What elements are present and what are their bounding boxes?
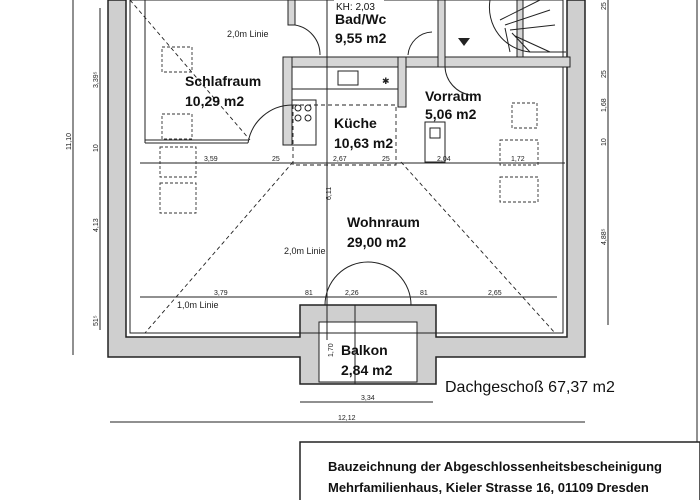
room-bad-area: 9,55 m2 bbox=[335, 30, 387, 46]
wall-bath-kitchen bbox=[282, 56, 571, 68]
chimney bbox=[424, 121, 446, 163]
room-kueche-area: 10,63 m2 bbox=[334, 135, 393, 151]
dim-upper: 3,59 bbox=[204, 156, 218, 163]
room-kueche-name: Küche bbox=[334, 115, 377, 131]
dim-right: 10 bbox=[601, 138, 608, 146]
dim-lower: 81 bbox=[420, 290, 428, 297]
dim-lower: 2,65 bbox=[488, 290, 502, 297]
kitchen-counter bbox=[291, 66, 399, 90]
line-label: 1,0m Linie bbox=[177, 300, 219, 310]
dim-left-total: 11,10 bbox=[66, 133, 73, 150]
door-schlafraum bbox=[247, 104, 293, 144]
total-area: Dachgeschoß 67,37 m2 bbox=[445, 379, 615, 396]
title-block bbox=[299, 441, 700, 500]
wall-stair bbox=[437, 0, 446, 68]
sink-icon bbox=[337, 70, 359, 86]
door-stair bbox=[444, 66, 471, 96]
dim-lower: 3,79 bbox=[214, 290, 228, 297]
room-vorraum-name: Vorraum bbox=[425, 88, 482, 104]
inner-wall-line bbox=[129, 0, 564, 334]
dim-left: 3,39⁵ bbox=[93, 71, 100, 88]
room-balkon-area: 2,84 m2 bbox=[341, 362, 393, 378]
dim-lower: 2,26 bbox=[345, 290, 359, 297]
wall-kitchen-vorraum bbox=[397, 56, 407, 108]
outer-wall bbox=[107, 0, 586, 385]
dim-balkon-width: 3,34 bbox=[361, 395, 375, 402]
dim-upper: 25 bbox=[382, 156, 390, 163]
room-schlafraum-name: Schlafraum bbox=[185, 73, 261, 89]
dim-total-width: 12,12 bbox=[338, 415, 356, 422]
kitchen-dashed bbox=[292, 104, 397, 166]
room-wohnraum-name: Wohnraum bbox=[347, 214, 420, 230]
slope-line bbox=[129, 0, 251, 141]
room-vorraum-area: 5,06 m2 bbox=[425, 106, 477, 122]
line-label: 2,0m Linie bbox=[227, 29, 269, 39]
dim-balkon-depth: 1,70 bbox=[328, 343, 335, 357]
staircase bbox=[458, 0, 566, 53]
door-bad bbox=[294, 24, 321, 56]
dim-upper: 25 bbox=[272, 156, 280, 163]
dim-left: 10 bbox=[93, 144, 100, 152]
title-line-1: Bauzeichnung der Abgeschlossenheitsbesch… bbox=[328, 459, 662, 474]
dim-left: 51⁵ bbox=[93, 315, 100, 326]
room-schlafraum-area: 10,29 m2 bbox=[185, 93, 244, 109]
dim-upper: 2,04 bbox=[437, 156, 451, 163]
dim-right: 25 bbox=[601, 2, 608, 10]
slope-line-diagonals bbox=[144, 161, 556, 334]
dim-upper: 1,72 bbox=[511, 156, 525, 163]
balcony-floor bbox=[318, 321, 418, 383]
dimension-lines bbox=[72, 0, 609, 423]
dim-right: 4,88⁵ bbox=[601, 228, 608, 245]
stove bbox=[291, 99, 317, 146]
fridge-icon: ✱ bbox=[382, 76, 390, 86]
dim-left: 4,13 bbox=[93, 218, 100, 232]
wall-kitchen-left bbox=[282, 56, 293, 146]
line-label: 2,0m Linie bbox=[284, 246, 326, 256]
dim-right: 1,68 bbox=[601, 98, 608, 112]
room-balkon-name: Balkon bbox=[341, 342, 388, 358]
door-balkon bbox=[324, 261, 412, 306]
header-note-bg bbox=[334, 0, 384, 12]
dim-lower: 81 bbox=[305, 290, 313, 297]
dim-right: 25 bbox=[601, 70, 608, 78]
title-line-2: Mehrfamilienhaus, Kieler Strasse 16, 011… bbox=[328, 480, 649, 495]
room-wohnraum-area: 29,00 m2 bbox=[347, 234, 406, 250]
door-vorraum bbox=[407, 31, 433, 56]
ceiling-height-note: KH: 2,03 bbox=[336, 2, 375, 13]
dim-upper: 2,67 bbox=[333, 156, 347, 163]
wall-bath-left bbox=[287, 0, 296, 26]
dim-wohnraum-depth: 6,11 bbox=[326, 187, 333, 200]
room-bad-name: Bad/Wc bbox=[335, 11, 387, 27]
